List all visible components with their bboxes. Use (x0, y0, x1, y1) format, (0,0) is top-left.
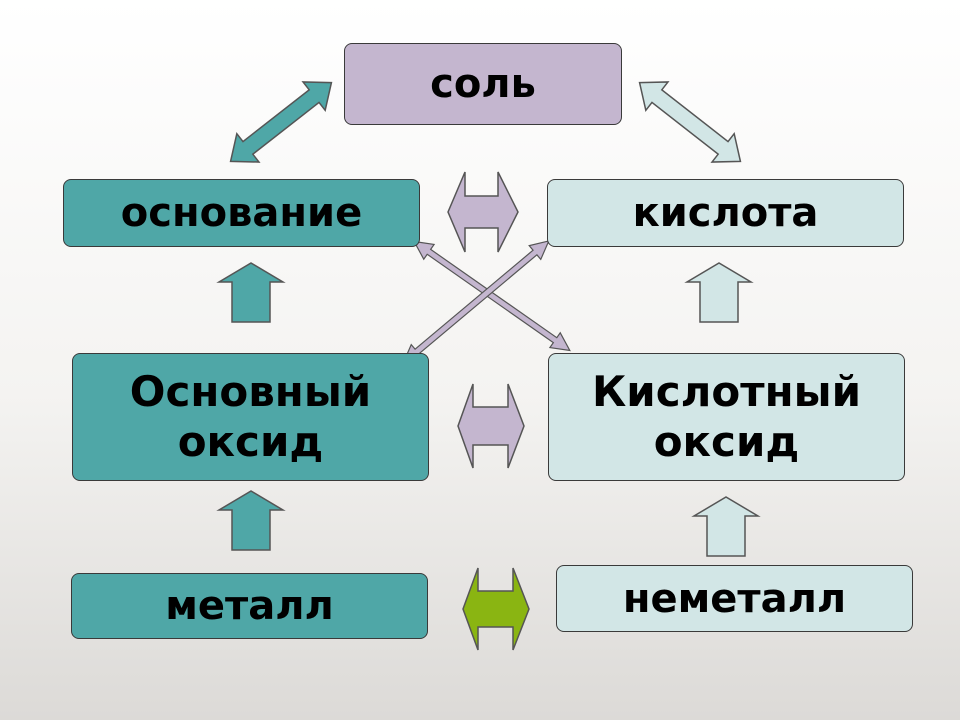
base-label: основание (120, 190, 363, 236)
up-arrow-basic-oxide-to-base (216, 262, 286, 323)
double-arrow-metal-nonmetal (462, 567, 530, 651)
basic-oxide-label-line1: Основный (129, 366, 372, 416)
acidic-oxide-label-line1: Кислотный (591, 366, 862, 416)
cross-arrow-base-acidic-oxide (413, 240, 571, 352)
up-arrow-metal-to-basic-oxide (216, 490, 286, 551)
metal-box: металл (71, 573, 428, 639)
salt-label: соль (430, 61, 536, 107)
double-arrow-oxides (457, 383, 525, 469)
up-arrow-nonmetal-to-acidic-oxide (691, 496, 761, 557)
basic-oxide-box: Основный оксид (72, 353, 429, 481)
nonmetal-label: неметалл (622, 575, 847, 622)
acidic-oxide-box: Кислотный оксид (548, 353, 905, 481)
double-arrow-salt-base (229, 81, 333, 163)
double-arrow-salt-acid (638, 81, 742, 163)
basic-oxide-label-line2: оксид (177, 417, 324, 466)
acidic-oxide-label-line2: оксид (653, 417, 800, 466)
acid-box: кислота (547, 179, 904, 247)
metal-label: металл (165, 583, 334, 629)
acid-label: кислота (632, 190, 819, 236)
nonmetal-box: неметалл (556, 565, 913, 632)
double-arrow-base-acid (447, 171, 519, 253)
up-arrow-acidic-oxide-to-acid (684, 262, 754, 323)
base-box: основание (63, 179, 420, 247)
salt-box: соль (344, 43, 622, 125)
